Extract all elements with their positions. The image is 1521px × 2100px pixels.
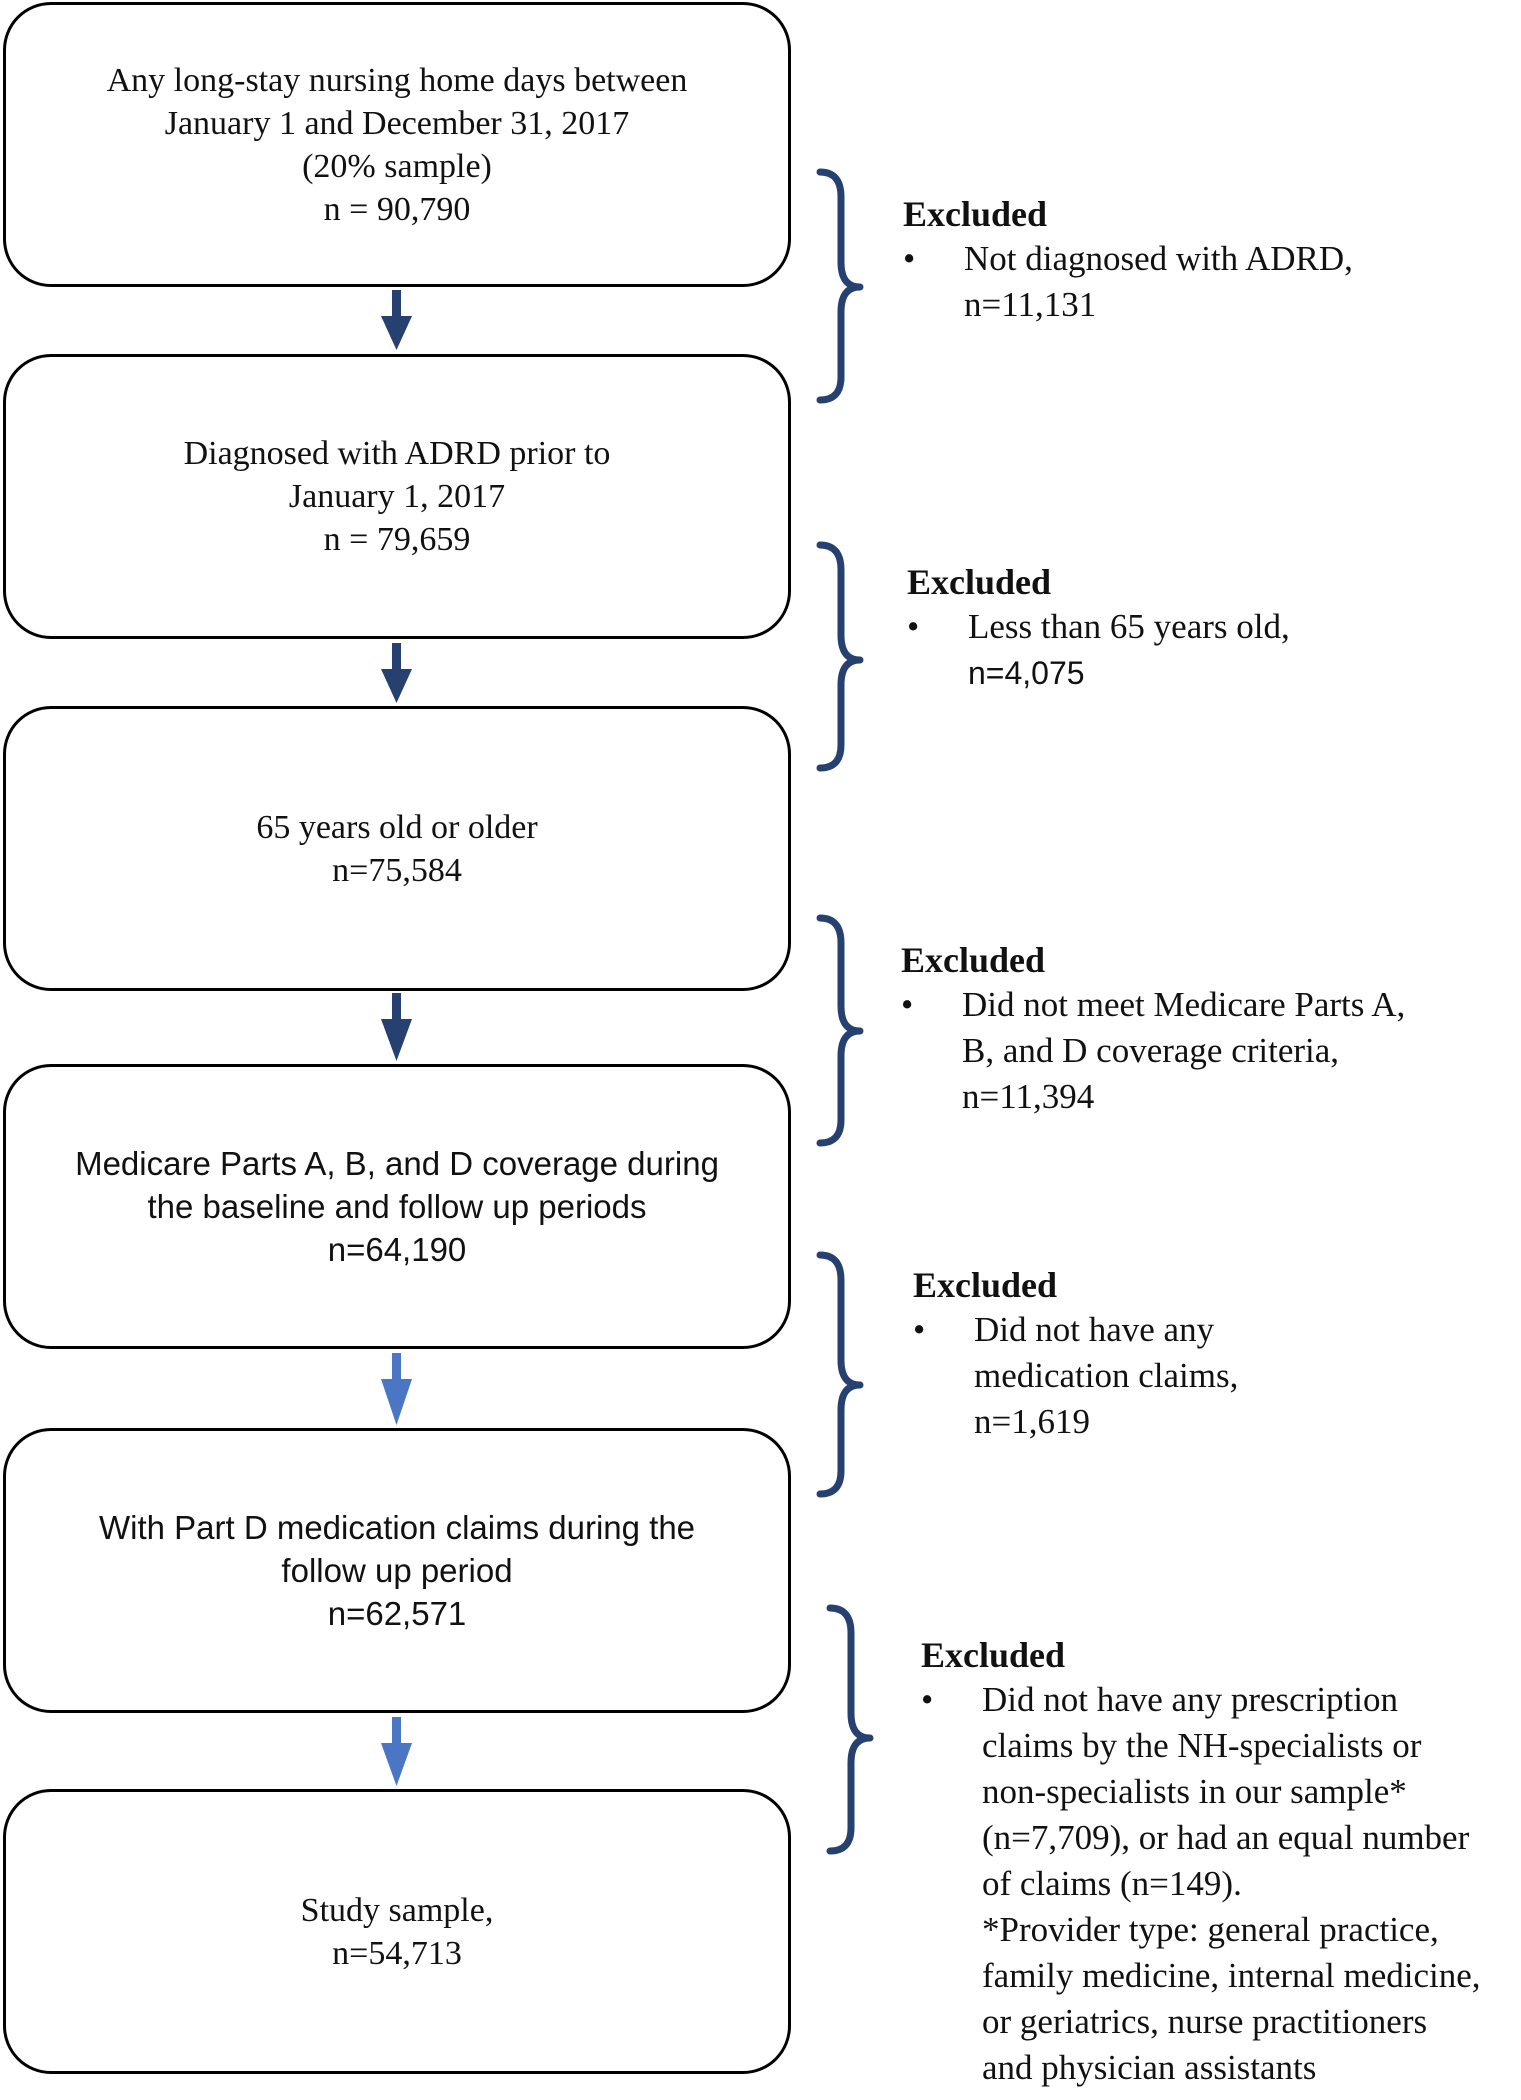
exclusion-title: Excluded [901,940,1046,980]
exclusion-title: Excluded [913,1265,1058,1305]
exclusion-title: Excluded [907,562,1052,602]
exclusion-title: Excluded [903,194,1048,234]
bullet: • [913,1310,926,1349]
brace-2 [816,541,864,772]
box-long-stay: Any long-stay nursing home days between … [3,2,791,287]
arrow-2 [381,643,412,703]
bullet: • [903,239,916,278]
exclusion-line: Did not have any prescription [982,1680,1399,1719]
box-line: Medicare Parts A, B, and D coverage duri… [75,1145,719,1182]
exclusion-line: Less than 65 years old, [968,607,1290,646]
exclusion-line: (n=7,709), or had an equal number [982,1818,1470,1857]
exclusion-4: Excluded • Did not have any medication c… [913,1263,1238,1445]
box-65-or-older: 65 years old or older n=75,584 [3,706,791,991]
bullet: • [907,607,920,646]
brace-5 [826,1604,874,1855]
box-line: n = 90,790 [323,190,471,228]
box-adrd-diagnosed: Diagnosed with ADRD prior to January 1, … [3,354,791,639]
brace-3 [816,914,864,1147]
bullet: • [921,1680,934,1719]
box-line: n = 79,659 [323,521,471,558]
exclusion-item: • Did not have any prescription claims b… [921,1677,1481,2091]
exclusion-line: Not diagnosed with ADRD, [964,239,1353,278]
exclusion-line: and physician assistants [982,2048,1317,2087]
exclusion-item: • Did not meet Medicare Parts A, B, and … [901,982,1405,1120]
box-line: n=75,584 [332,851,462,889]
box-line: follow up period [281,1552,513,1589]
exclusion-line: or geriatrics, nurse practitioners [982,2002,1428,2041]
exclusion-item: • Not diagnosed with ADRD, n=11,131 [903,236,1353,328]
exclusion-line: of claims (n=149). [982,1864,1242,1903]
bullet: • [901,985,914,1024]
exclusion-line: Did not have any [974,1310,1215,1349]
box-part-d-claims: With Part D medication claims during the… [3,1428,791,1713]
box-medicare-coverage: Medicare Parts A, B, and D coverage duri… [3,1064,791,1349]
exclusion-5: Excluded • Did not have any prescription… [921,1633,1481,2091]
box-line: Study sample, [300,1891,494,1929]
box-line: 65 years old or older [256,808,538,846]
brace-1 [816,168,864,404]
exclusion-line: n=4,075 [968,655,1085,691]
arrow-4 [381,1353,412,1425]
exclusion-line: n=1,619 [974,1402,1090,1441]
exclusion-3: Excluded • Did not meet Medicare Parts A… [901,938,1405,1120]
exclusion-line: *Provider type: general practice, [982,1910,1439,1949]
exclusion-2: Excluded • Less than 65 years old, n=4,0… [907,560,1290,696]
brace-4 [816,1251,864,1498]
box-line: January 1, 2017 [288,478,506,515]
exclusion-line: claims by the NH-specialists or [982,1726,1422,1765]
exclusion-item: • Less than 65 years old, n=4,075 [907,604,1290,696]
box-line: Any long-stay nursing home days between [106,61,688,99]
arrow-5 [381,1717,412,1786]
arrow-3 [381,993,412,1061]
exclusion-1: Excluded • Not diagnosed with ADRD, n=11… [903,192,1353,328]
box-line: the baseline and follow up periods [147,1188,647,1225]
box-line: With Part D medication claims during the [98,1509,696,1546]
box-line: Diagnosed with ADRD prior to [183,435,611,472]
exclusion-line: n=11,131 [964,285,1097,324]
exclusion-line: family medicine, internal medicine, [982,1956,1481,1995]
exclusion-line: n=11,394 [962,1077,1095,1116]
box-study-sample: Study sample, n=54,713 [3,1789,791,2074]
exclusion-line: B, and D coverage criteria, [962,1031,1340,1070]
exclusion-title: Excluded [921,1635,1066,1675]
exclusion-item: • Did not have any medication claims, n=… [913,1307,1238,1445]
box-line: January 1 and December 31, 2017 [164,104,630,142]
box-line: n=64,190 [327,1231,467,1268]
exclusion-line: medication claims, [974,1356,1239,1395]
box-line: n=54,713 [332,1934,462,1972]
exclusion-line: non-specialists in our sample* [982,1772,1407,1811]
box-line: n=62,571 [327,1595,467,1632]
exclusion-line: Did not meet Medicare Parts A, [962,985,1406,1024]
box-line: (20% sample) [302,147,492,185]
arrow-1 [381,290,412,350]
